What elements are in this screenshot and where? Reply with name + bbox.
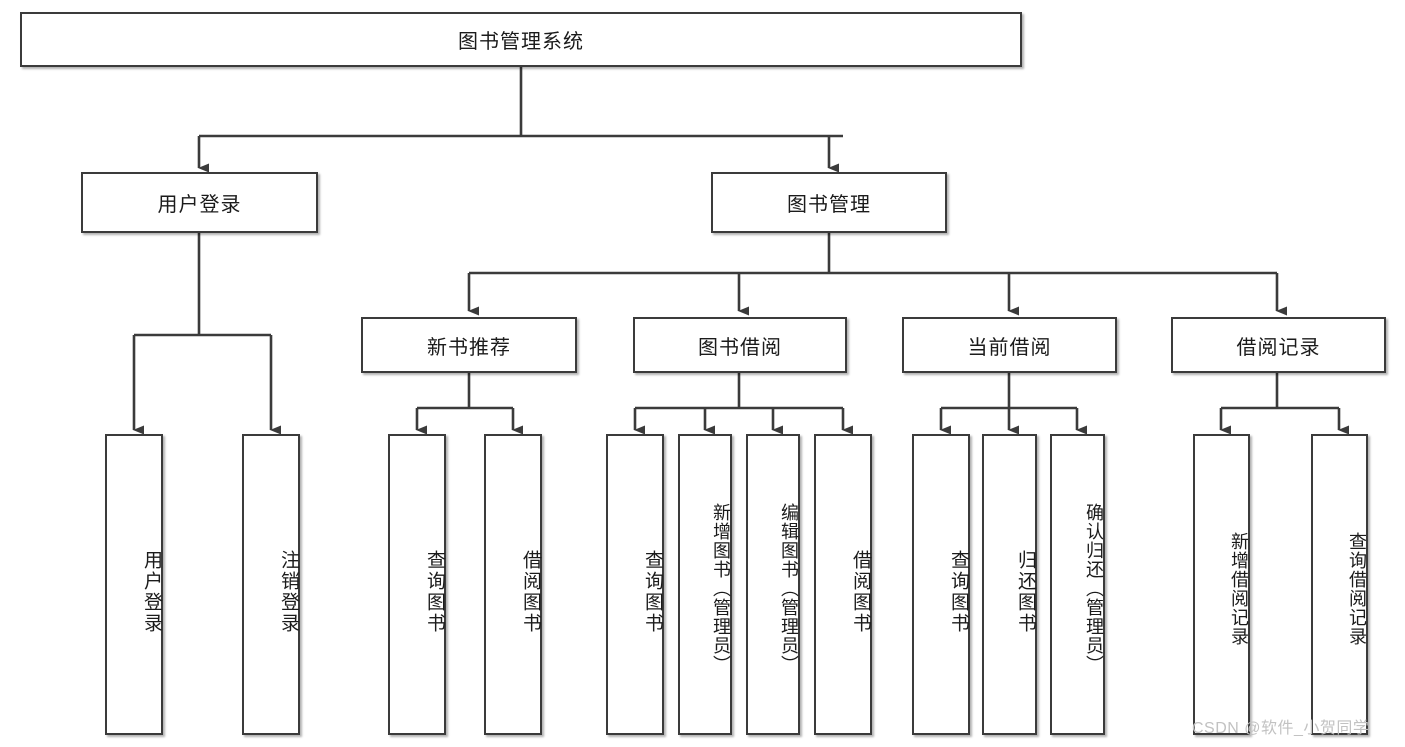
leaf-query-borrow-record[interactable]: 查询借阅记录 [1311,434,1368,735]
node-root-book-management-system[interactable]: 图书管理系统 [20,12,1022,67]
node-label: 查询图书 [948,549,969,634]
node-label: 借阅图书 [850,549,871,634]
leaf-logout[interactable]: 注销登录 [242,434,300,735]
node-label: 当前借阅 [967,336,1052,359]
leaf-add-borrow-record[interactable]: 新增借阅记录 [1193,434,1250,735]
leaf-borrow-books-new[interactable]: 借阅图书 [484,434,542,735]
node-label: 归还图书 [1015,549,1036,634]
node-book-management[interactable]: 图书管理 [711,172,947,233]
node-user-login[interactable]: 用户登录 [81,172,318,233]
node-label: 查询借阅记录 [1347,531,1367,646]
node-book-borrow[interactable]: 图书借阅 [633,317,847,373]
node-label: 借阅图书 [520,549,541,634]
node-current-borrow[interactable]: 当前借阅 [902,317,1117,373]
node-label: 新增图书（管理员） [711,503,731,674]
leaf-return-books[interactable]: 归还图书 [982,434,1037,735]
node-label: 新增借阅记录 [1229,531,1249,646]
node-label: 图书管理系统 [458,31,584,53]
node-label: 新书推荐 [427,336,511,359]
node-label: 图书管理 [787,194,871,216]
node-label: 查询图书 [642,549,663,634]
node-label: 确认归还（管理员） [1084,503,1104,674]
leaf-confirm-return-admin[interactable]: 确认归还（管理员） [1050,434,1105,735]
node-label: 注销登录 [278,549,299,634]
leaf-borrow-books[interactable]: 借阅图书 [814,434,872,735]
leaf-user-login[interactable]: 用户登录 [105,434,163,735]
node-label: 编辑图书（管理员） [779,503,799,674]
leaf-query-books-borrow[interactable]: 查询图书 [606,434,664,735]
node-label: 用户登录 [141,549,162,634]
leaf-query-books-new[interactable]: 查询图书 [388,434,446,735]
node-borrow-records[interactable]: 借阅记录 [1171,317,1386,373]
leaf-add-book-admin[interactable]: 新增图书（管理员） [678,434,732,735]
node-label: 查询图书 [424,549,445,634]
node-label: 借阅记录 [1236,336,1321,359]
node-new-book-recommend[interactable]: 新书推荐 [361,317,577,373]
node-label: 图书借阅 [698,336,782,359]
csdn-watermark: CSDN @软件_小贺同学 [1192,720,1370,737]
leaf-query-books-current[interactable]: 查询图书 [912,434,970,735]
leaf-edit-book-admin[interactable]: 编辑图书（管理员） [746,434,800,735]
node-label: 用户登录 [157,194,242,216]
